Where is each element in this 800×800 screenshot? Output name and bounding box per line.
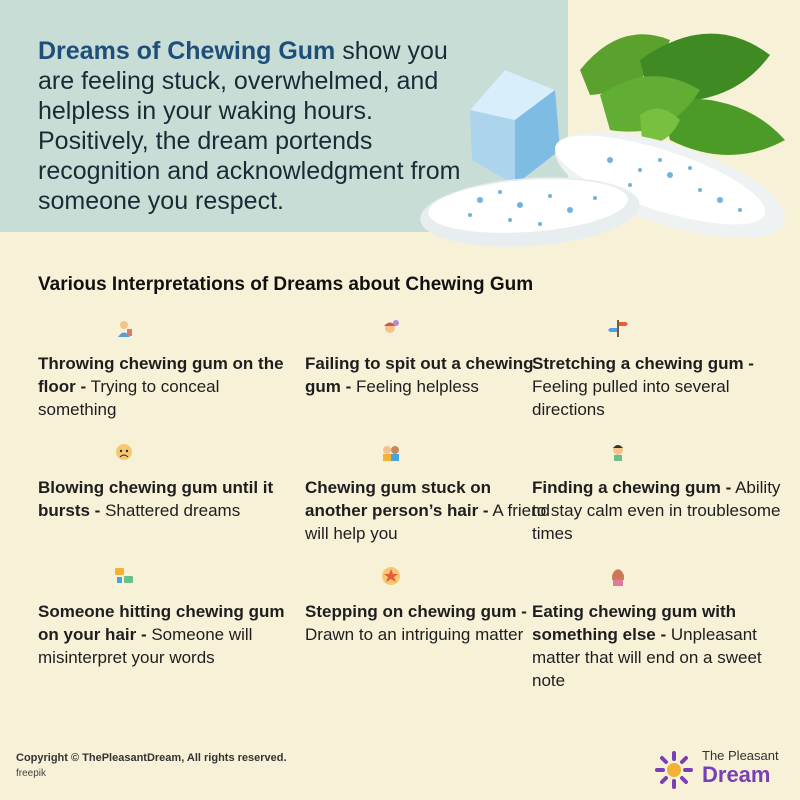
interpretation-text: Eating chewing gum with something else -… <box>532 600 782 692</box>
interpretation-text: Stretching a chewing gum - Feeling pulle… <box>532 352 782 421</box>
interpretation-text: Someone hitting chewing gum on your hair… <box>38 600 288 669</box>
interpretation-title: Someone hitting chewing gum on your hair… <box>38 602 285 644</box>
interpretation-title: Blowing chewing gum until it bursts - <box>38 478 274 520</box>
interpretation-item: Throwing chewing gum on the floor - Tryi… <box>38 318 288 421</box>
interpretation-meaning: Drawn to an intriguing matter <box>305 625 524 644</box>
section-title: Various Interpretations of Dreams about … <box>38 274 534 295</box>
interpretation-meaning: Feeling pulled into several directions <box>532 377 730 419</box>
interpretation-text: Chewing gum stuck on another person’s ha… <box>305 476 555 545</box>
woman-icon <box>612 569 624 586</box>
interpretation-text: Blowing chewing gum until it bursts - Sh… <box>38 476 288 522</box>
footer-copyright: Copyright © ThePleasantDream, All rights… <box>16 752 287 764</box>
interpretation-item: Finding a chewing gum - Ability to stay … <box>532 442 782 545</box>
interpretation-text: Finding a chewing gum - Ability to stay … <box>532 476 782 545</box>
hero-highlight: Dreams of Chewing Gum <box>38 37 336 65</box>
chewing-gum-illustration <box>420 33 785 247</box>
interpretation-item: Stretching a chewing gum - Feeling pulle… <box>532 318 782 421</box>
interpretation-item: Eating chewing gum with something else -… <box>532 566 782 692</box>
interpretation-meaning: Unpleasant matter that will end on a swe… <box>532 625 762 690</box>
gum-pieces-icon <box>420 131 785 247</box>
brand-sun-icon <box>655 751 693 789</box>
interpretation-item: Failing to spit out a chewing gum - Feel… <box>305 318 555 398</box>
interpretation-meaning: Ability to stay calm even in troublesome… <box>532 478 781 543</box>
interpretation-meaning: Trying to conceal something <box>38 377 220 419</box>
interpretation-meaning: Someone will misinterpret your words <box>38 625 253 667</box>
interpretation-title: Failing to spit out a chewing gum - <box>305 354 534 396</box>
interpretation-meaning: A friend will help you <box>305 501 551 543</box>
confused-person-icon <box>384 320 399 333</box>
interpretation-item: Blowing chewing gum until it bursts - Sh… <box>38 442 288 522</box>
star-icon <box>382 567 400 585</box>
interpretation-title: Throwing chewing gum on the floor - <box>38 354 284 396</box>
sad-face-icon <box>116 444 132 460</box>
interpretation-item: Someone hitting chewing gum on your hair… <box>38 566 288 669</box>
interpretation-meaning: Feeling helpless <box>351 377 479 396</box>
interpretation-title: Eating chewing gum with something else - <box>532 602 736 644</box>
interpretation-item: Chewing gum stuck on another person’s ha… <box>305 442 555 545</box>
person-hiding-icon <box>118 321 132 337</box>
interpretation-text: Failing to spit out a chewing gum - Feel… <box>305 352 555 398</box>
speech-bubbles-icon <box>115 568 133 583</box>
brand-top-text: The Pleasant <box>702 748 779 763</box>
interpretation-item: Stepping on chewing gum - Drawn to an in… <box>305 566 555 646</box>
interpretation-title: Stepping on chewing gum - <box>305 602 527 621</box>
mint-leaves-icon <box>580 33 785 155</box>
interpretation-title: Stretching a chewing gum - <box>532 354 754 373</box>
interpretation-title: Finding a chewing gum - <box>532 478 732 497</box>
interpretation-text: Throwing chewing gum on the floor - Tryi… <box>38 352 288 421</box>
hero-body: show you are feeling stuck, overwhelmed,… <box>38 37 461 215</box>
interpretation-text: Stepping on chewing gum - Drawn to an in… <box>305 600 555 646</box>
directions-sign-icon <box>608 320 628 337</box>
interpretation-meaning: Shattered dreams <box>100 501 241 520</box>
interpretation-title: Chewing gum stuck on another person’s ha… <box>305 478 492 520</box>
brand-main-text: Dream <box>702 762 771 787</box>
footer-credit: freepik <box>16 768 47 779</box>
ice-cube-icon <box>470 70 560 185</box>
friends-icon <box>383 446 399 461</box>
calm-person-icon <box>613 445 623 461</box>
hero-text: Dreams of Chewing Gum show you are feeli… <box>38 36 478 216</box>
